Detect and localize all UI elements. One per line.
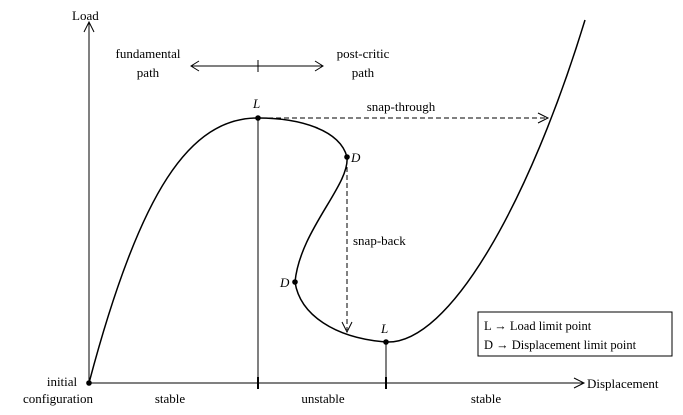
axes [83, 20, 586, 389]
displacement-limit-label-lower: D [279, 275, 290, 290]
region-stable-right: stable [471, 391, 502, 406]
post-critic-path-label-line2: path [352, 65, 375, 80]
load-limit-label-top: L [252, 96, 260, 111]
snap-through-arrow [260, 112, 550, 124]
origin-label-line2: configuration [23, 391, 94, 406]
legend: L → Load limit point D → Displacement li… [477, 311, 673, 357]
fundamental-path-label-line1: fundamental [116, 46, 181, 61]
snap-back-arrow [341, 159, 353, 334]
y-axis-label: Load [72, 8, 99, 23]
legend-box [477, 311, 673, 357]
load-limit-point-bottom [383, 339, 389, 345]
displacement-limit-label-upper: D [350, 150, 361, 165]
legend-item-load-limit: L → Load limit point [484, 319, 592, 333]
displacement-limit-point-upper [344, 154, 350, 160]
x-axis-arrowhead [573, 377, 586, 389]
region-unstable: unstable [301, 391, 345, 406]
displacement-limit-point-lower [292, 279, 298, 285]
critical-points [86, 115, 389, 386]
region-stable-left: stable [155, 391, 186, 406]
x-axis-label: Displacement [587, 376, 659, 391]
snap-back-label: snap-back [353, 233, 406, 248]
origin-label-line1: initial [47, 374, 78, 389]
path-arrowhead-left [190, 60, 200, 72]
axis-tick-marks [257, 377, 387, 389]
region-dividers [257, 118, 387, 383]
snap-through-label: snap-through [367, 99, 436, 114]
path-arrowhead-right [314, 60, 324, 72]
path-direction-arrow [190, 60, 324, 72]
fundamental-path-label-line2: path [137, 65, 160, 80]
snap-back-arrowhead [341, 321, 353, 334]
equilibrium-curve [88, 19, 586, 384]
load-limit-point-top [255, 115, 261, 121]
origin-point [86, 380, 92, 386]
legend-item-displacement-limit: D → Displacement limit point [484, 338, 637, 352]
load-limit-label-bottom: L [380, 321, 388, 336]
post-critic-path-label-line1: post-critic [337, 46, 390, 61]
snap-through-arrowhead [537, 112, 550, 124]
y-axis-arrowhead [83, 20, 95, 33]
